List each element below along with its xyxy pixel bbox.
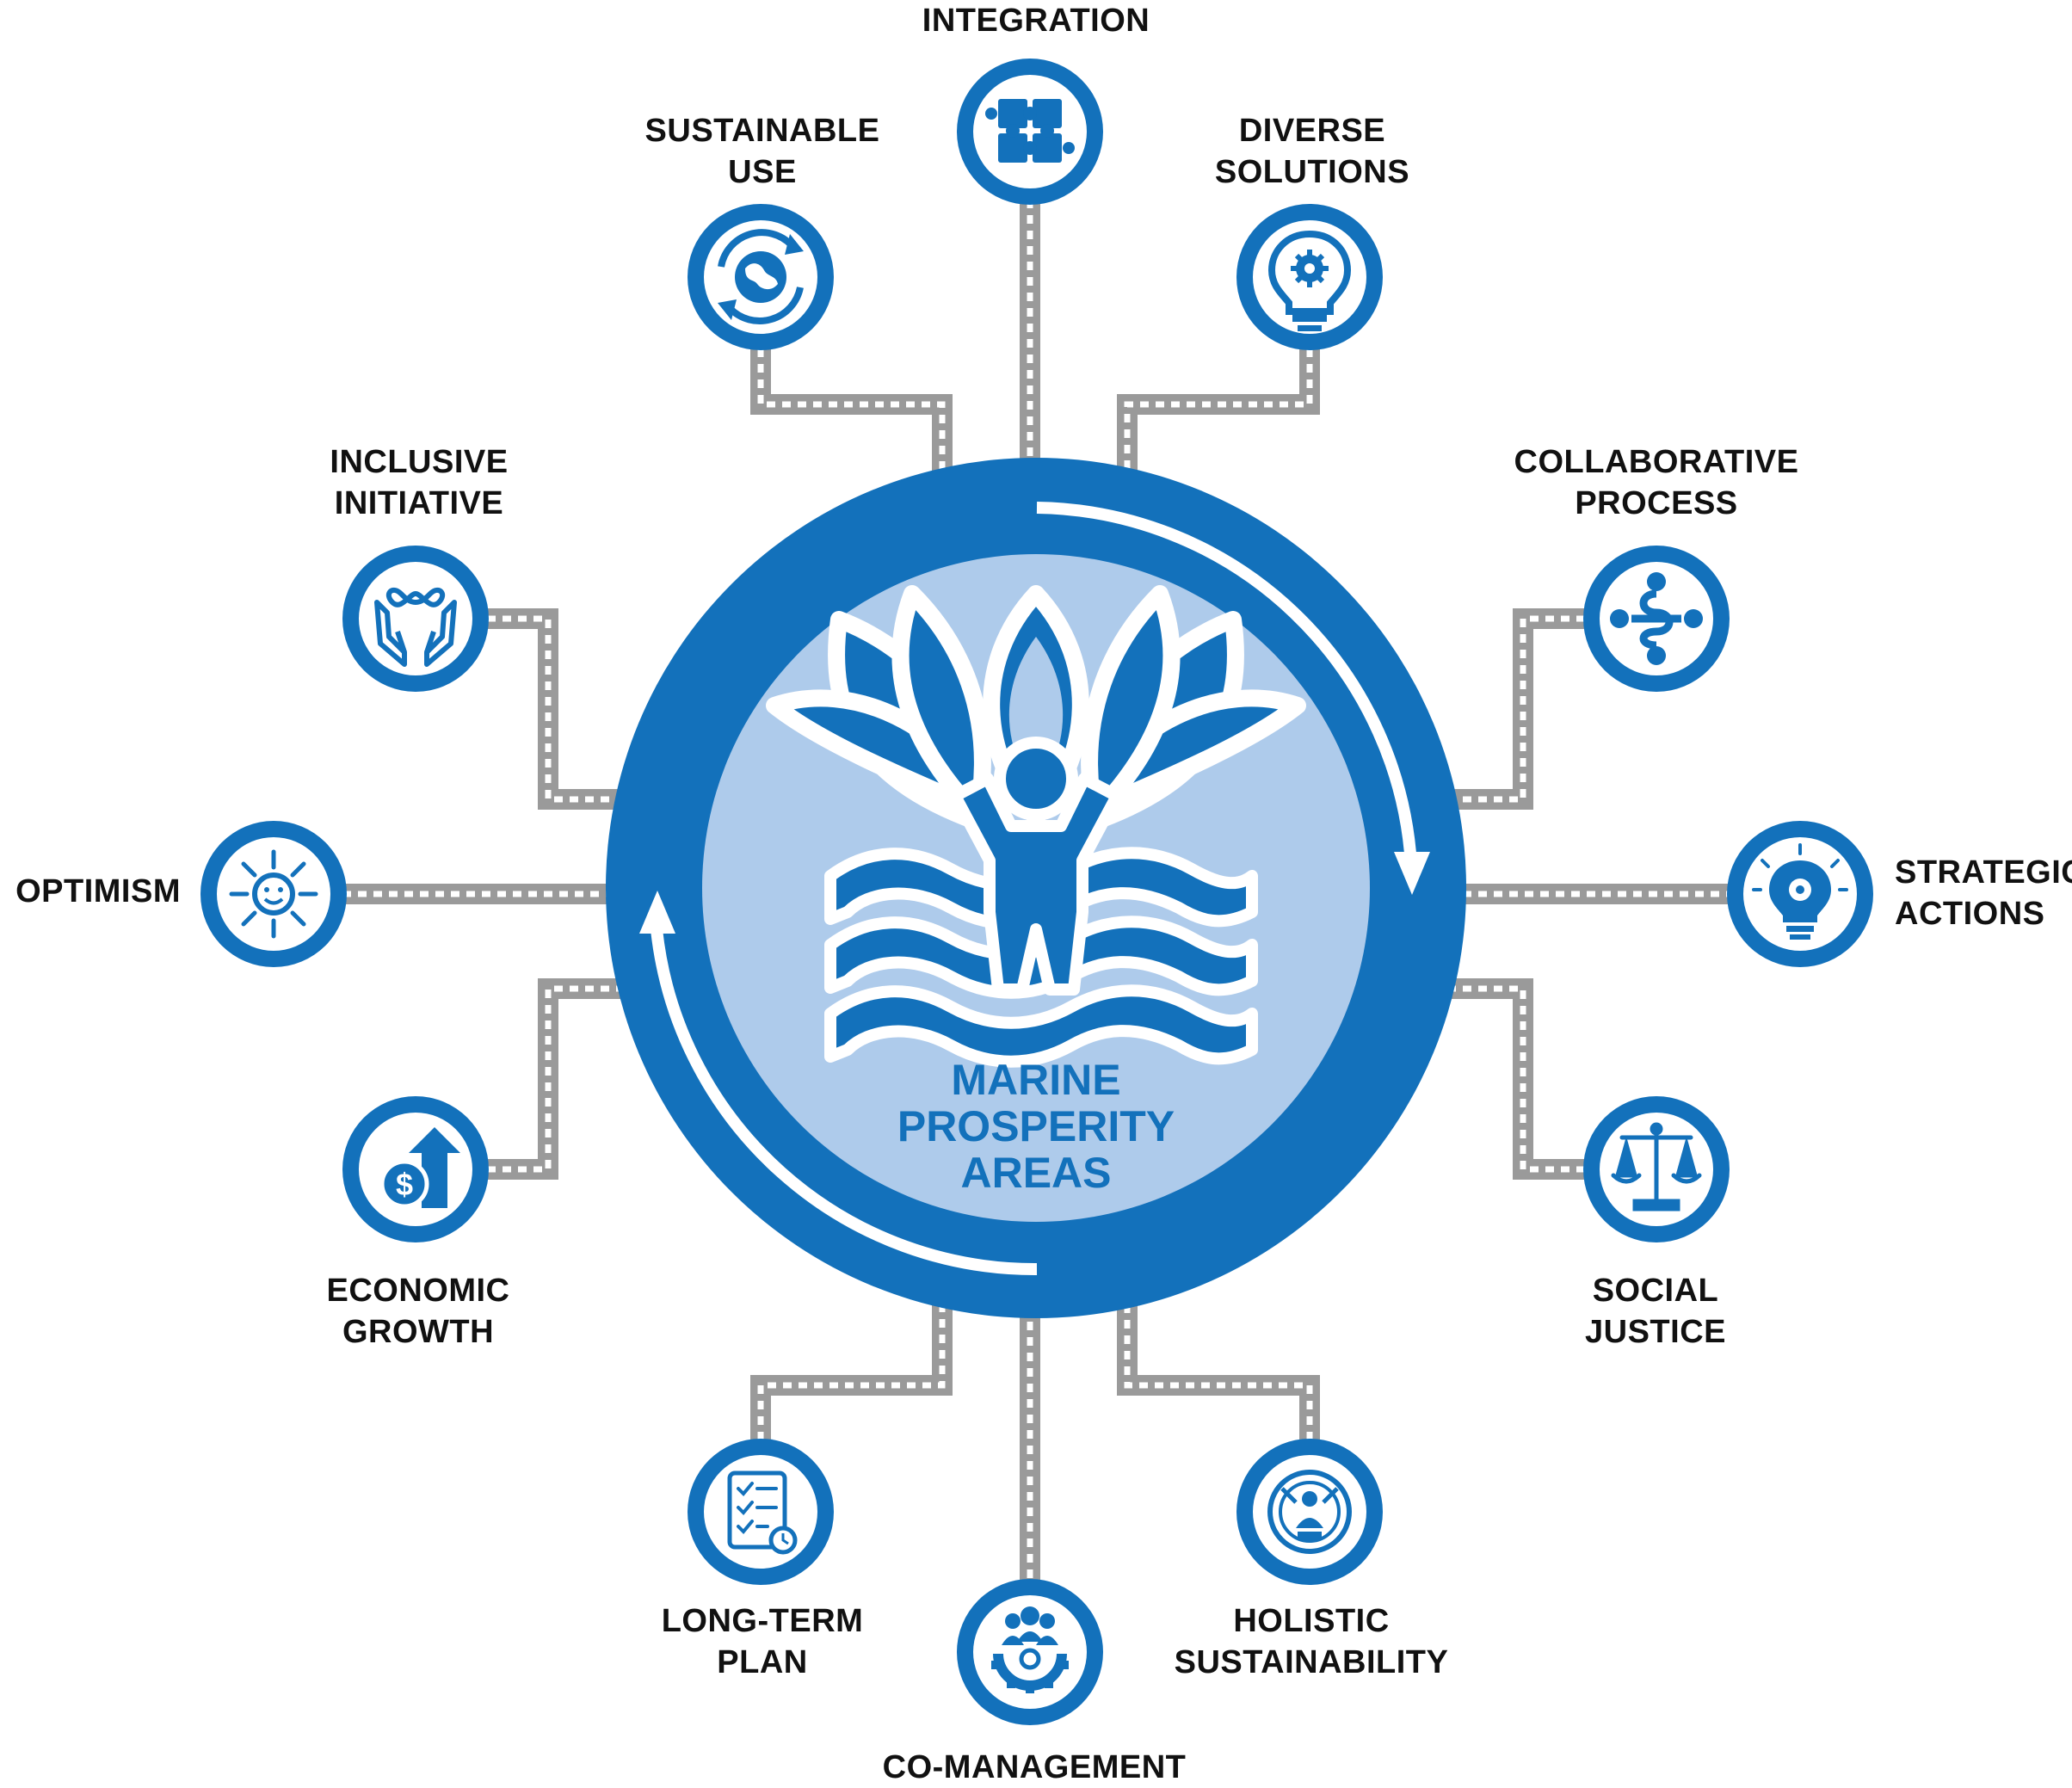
label-integration: INTEGRATION — [922, 0, 1150, 41]
co-management-node — [957, 1579, 1103, 1725]
label-optimism-line-1: OPTIMISM — [15, 873, 181, 909]
sustainable-use-node — [688, 204, 834, 350]
center-title-line-1: MARINE — [951, 1056, 1121, 1104]
center-title: MARINE PROSPERITY AREAS — [897, 1057, 1175, 1196]
label-strategic-actions-line-2: ACTIONS — [1895, 896, 2045, 932]
label-economic-growth-line-2: GROWTH — [342, 1314, 495, 1350]
label-collaborative-process-line-2: PROCESS — [1575, 485, 1738, 521]
people-links-icon — [1610, 572, 1703, 665]
bulb-gear-rays-icon — [1752, 843, 1848, 940]
label-social-justice-line-1: SOCIAL — [1592, 1273, 1719, 1309]
label-holistic-sustainability-line-2: SUSTAINABILITY — [1174, 1644, 1449, 1680]
label-sustainable-use-line-1: SUSTAINABLE — [644, 113, 880, 149]
label-economic-growth-line-1: ECONOMIC — [326, 1273, 510, 1309]
label-diverse-solutions-line-2: SOLUTIONS — [1214, 154, 1410, 190]
integration-node — [957, 59, 1103, 205]
label-social-justice-line-2: JUSTICE — [1585, 1314, 1726, 1350]
label-optimism: OPTIMISM — [15, 871, 181, 912]
scales-icon — [1611, 1122, 1702, 1212]
label-sustainable-use-line-2: USE — [728, 154, 797, 190]
center-title-line-3: AREAS — [960, 1149, 1112, 1197]
label-collaborative-process-line-1: COLLABORATIVE — [1514, 444, 1799, 480]
label-economic-growth: ECONOMIC GROWTH — [327, 1270, 510, 1353]
puzzle-icon — [985, 99, 1075, 163]
label-diverse-solutions: DIVERSE SOLUTIONS — [1215, 110, 1409, 193]
people-gear-icon — [991, 1606, 1069, 1693]
node-circles: $ — [200, 59, 1873, 1725]
label-long-term-plan: LONG-TERM PLAN — [662, 1600, 864, 1683]
optimism-node — [200, 821, 347, 967]
collaborative-process-node — [1583, 546, 1730, 692]
strategic-actions-node — [1727, 821, 1873, 967]
economic-growth-node: $ — [342, 1096, 489, 1242]
label-sustainable-use: SUSTAINABLE USE — [645, 110, 880, 193]
label-diverse-solutions-line-1: DIVERSE — [1238, 113, 1386, 149]
label-integration-line-1: INTEGRATION — [922, 3, 1150, 39]
long-term-plan-node — [688, 1439, 834, 1585]
label-long-term-plan-line-2: PLAN — [717, 1644, 808, 1680]
label-inclusive-initiative-line-2: INITIATIVE — [334, 485, 504, 521]
holistic-sustainability-node — [1236, 1439, 1383, 1585]
inclusive-initiative-node — [342, 546, 489, 692]
globe-people-icon — [1267, 1470, 1352, 1554]
connectors — [342, 200, 1730, 1581]
central-hub — [606, 458, 1466, 1318]
label-inclusive-initiative: INCLUSIVE INITIATIVE — [330, 441, 508, 524]
label-collaborative-process: COLLABORATIVE PROCESS — [1514, 441, 1799, 524]
hands-infinity-icon — [374, 587, 457, 667]
svg-text:$: $ — [396, 1167, 413, 1202]
center-title-line-2: PROSPERITY — [897, 1102, 1175, 1150]
label-co-management: CO-MANAGEMENT — [883, 1747, 1187, 1788]
label-inclusive-initiative-line-1: INCLUSIVE — [330, 444, 509, 480]
social-justice-node — [1583, 1096, 1730, 1242]
label-strategic-actions-line-1: STRATEGIC — [1895, 854, 2072, 891]
person-rising-from-waves-with-lotus-icon — [766, 585, 1306, 1068]
cycle-arrows — [639, 502, 1430, 1276]
label-strategic-actions: STRATEGIC ACTIONS — [1895, 852, 2072, 934]
lightbulb-gear-icon — [1267, 230, 1352, 331]
checklist-clock-icon — [727, 1470, 798, 1555]
smiling-sun-icon — [229, 849, 318, 939]
dollar-arrow-up-icon: $ — [379, 1127, 460, 1209]
label-long-term-plan-line-1: LONG-TERM — [661, 1603, 864, 1639]
label-social-justice: SOCIAL JUSTICE — [1585, 1270, 1726, 1353]
recycle-globe-icon — [718, 229, 804, 324]
label-holistic-sustainability-line-1: HOLISTIC — [1233, 1603, 1390, 1639]
diverse-solutions-node — [1236, 204, 1383, 350]
label-holistic-sustainability: HOLISTIC SUSTAINABILITY — [1175, 1600, 1449, 1683]
label-co-management-line-1: CO-MANAGEMENT — [882, 1749, 1187, 1785]
